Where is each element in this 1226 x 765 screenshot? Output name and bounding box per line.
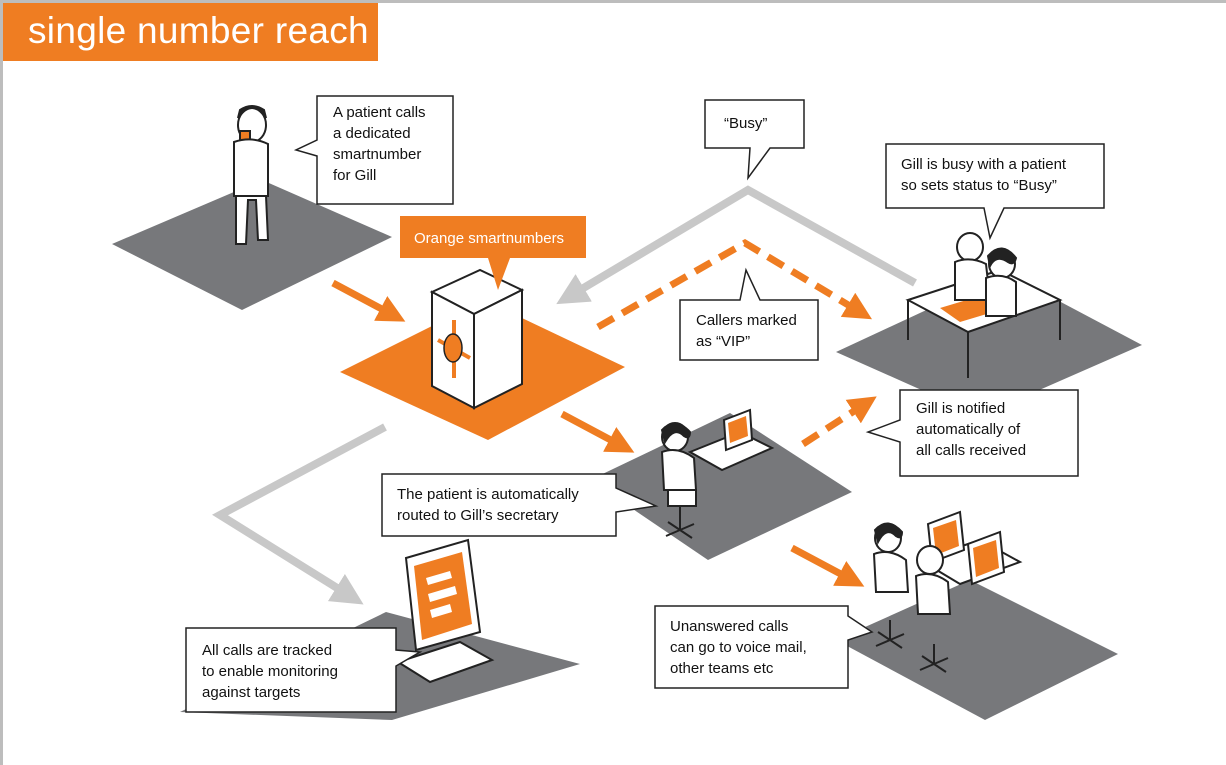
callout-gill-text: Gill is busy with a patient so sets stat… xyxy=(901,156,1067,194)
callout-tracked-text: All calls are tracked to enable monitori… xyxy=(202,642,338,701)
tracking-line xyxy=(212,423,387,605)
server-box xyxy=(429,268,525,410)
callout-notified-text: Gill is notified automatically of all ca… xyxy=(916,400,1027,459)
team-scene xyxy=(872,510,1023,673)
patient-platform xyxy=(112,180,392,310)
secretary-scene xyxy=(660,408,775,539)
tracking-terminal xyxy=(395,538,495,684)
callout-vip-box xyxy=(679,267,819,361)
patient-to-server-arrow xyxy=(331,279,406,322)
callout-boxes xyxy=(185,95,1105,713)
callout-vip-text: Callers marked as “VIP” xyxy=(696,312,797,350)
callout-unanswered-box xyxy=(654,605,874,689)
callout-gill-box xyxy=(885,143,1105,241)
callout-routed-box xyxy=(381,473,659,537)
callout-busy-text: “Busy” xyxy=(724,115,768,132)
callout-patient-box xyxy=(293,95,454,205)
secretary-platform xyxy=(590,413,852,560)
gill-desk-scene xyxy=(905,232,1063,378)
notify-dashed-arrow xyxy=(801,396,877,447)
gill-platform xyxy=(836,273,1142,416)
callout-routed-text: The patient is automatically routed to G… xyxy=(397,486,579,524)
smartnumbers-label: Orange smartnumbers xyxy=(414,230,565,247)
callout-patient-text: A patient calls a dedicated smartnumber … xyxy=(333,104,426,184)
patient-figure xyxy=(233,105,270,245)
callout-tracked-box xyxy=(185,627,423,713)
team-platform xyxy=(836,580,1118,720)
busy-return-line xyxy=(556,185,917,305)
callout-unanswered-text: Unanswered calls can go to voice mail, o… xyxy=(670,618,807,677)
title-banner: single number reach xyxy=(3,3,378,61)
vip-dashed-arrow xyxy=(596,238,873,331)
page-title: single number reach xyxy=(28,10,369,51)
smartnumbers-label-box xyxy=(400,216,586,290)
secretary-to-team-arrow xyxy=(790,544,865,587)
server-to-secretary-arrow xyxy=(560,410,635,453)
callout-busy-box xyxy=(704,99,805,181)
callout-notified-box xyxy=(865,389,1079,477)
